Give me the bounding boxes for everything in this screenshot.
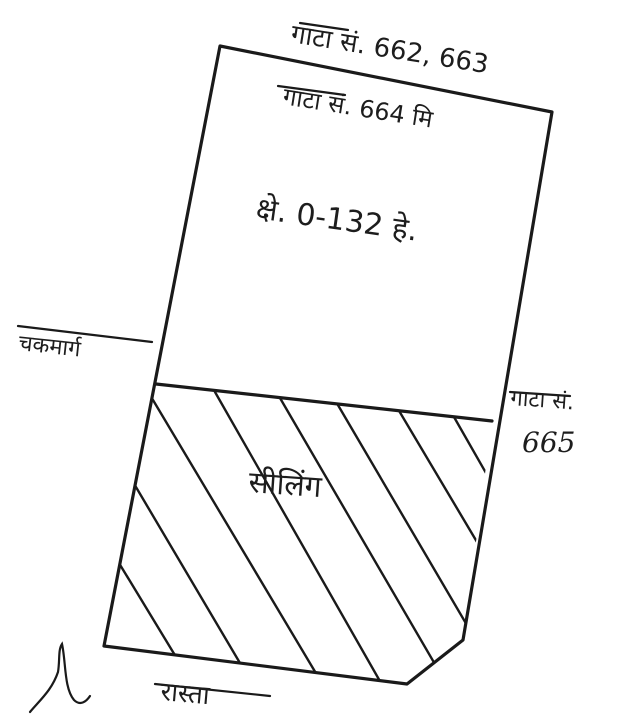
top-plot-label-1: गाटा सं. 662, 663 bbox=[289, 19, 491, 80]
right-plot-label: गाटा सं. bbox=[510, 386, 575, 415]
right-label-line bbox=[508, 390, 572, 398]
division-line bbox=[154, 382, 494, 423]
left-side-label: चकमार्ग bbox=[17, 330, 82, 362]
signature-mark bbox=[28, 641, 92, 714]
right-plot-number: 665 bbox=[522, 426, 575, 459]
left-label-line bbox=[16, 324, 154, 344]
top-label-underline bbox=[298, 21, 350, 32]
road-label-line bbox=[153, 682, 272, 698]
area-label: क्षे. 0-132 हे. bbox=[254, 191, 420, 248]
bottom-road-label: रास्ता bbox=[159, 677, 212, 711]
top-plot-label-2: गाटा सं. 664 मि bbox=[281, 82, 435, 133]
hatched-area-label: सीलिंग bbox=[247, 465, 323, 505]
mid-label-underline bbox=[276, 84, 347, 97]
